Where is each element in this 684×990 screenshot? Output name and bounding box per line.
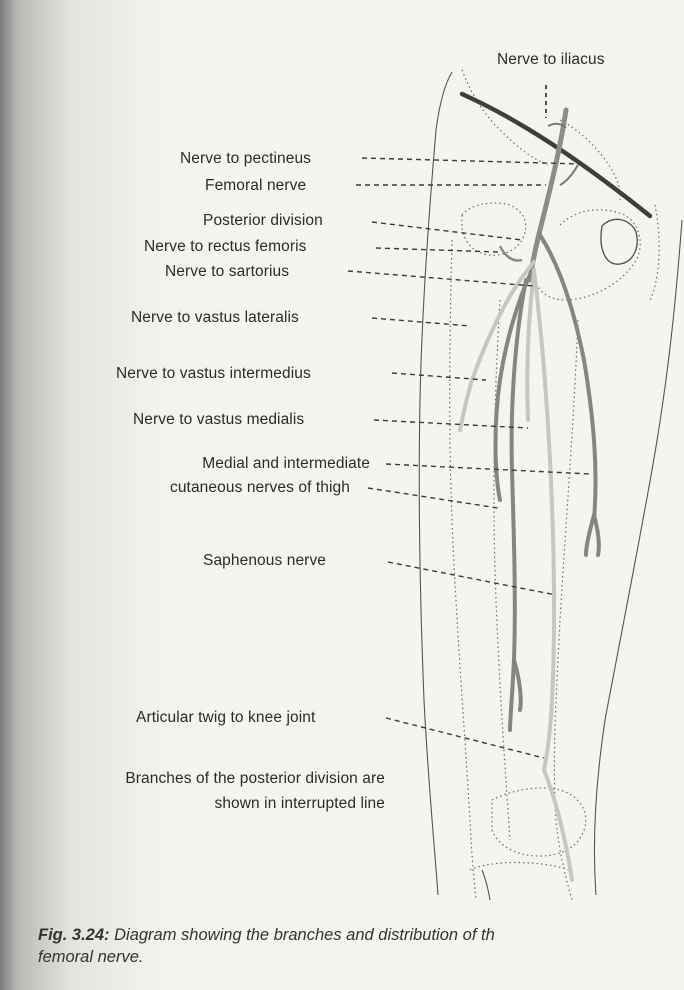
anterior-branch-fork: [514, 660, 521, 710]
femoral-head-outline: [462, 203, 526, 255]
label-note-line-2: shown in interrupted line: [30, 794, 385, 813]
leader-articular: [386, 718, 544, 758]
caption-text-line-2: femoral nerve.: [38, 948, 143, 966]
caption-text: Diagram showing the branches and distrib…: [110, 926, 495, 944]
leader-cutaneous-intermediate: [368, 488, 498, 508]
adductor-dotted: [650, 205, 659, 300]
label-nerve-to-rectus-femoris: Nerve to rectus femoris: [144, 237, 307, 256]
caption-figure-number: Fig. 3.24:: [38, 926, 110, 944]
knee-joint-dotted: [470, 863, 570, 871]
pectineus-branch: [560, 165, 578, 185]
leader-vastus-lateralis: [372, 318, 470, 326]
femur-lateral-dotted: [450, 240, 476, 900]
thigh-lateral-border: [419, 72, 452, 895]
thigh-medial-border: [594, 220, 682, 895]
leader-posterior-division: [372, 222, 522, 240]
label-posterior-division: Posterior division: [203, 211, 323, 230]
cutaneous-fork-1: [586, 515, 594, 555]
long-anterior-branch: [510, 280, 526, 730]
obturator-foramen-outline: [601, 219, 637, 264]
knee-outline: [482, 870, 490, 900]
leader-sartorius: [348, 271, 534, 286]
anterior-branches: [496, 235, 599, 730]
label-nerve-to-iliacus: Nerve to iliacus: [497, 50, 605, 69]
label-nerve-to-vastus-medialis: Nerve to vastus medialis: [133, 410, 304, 429]
cutaneous-fork-2: [594, 515, 599, 555]
label-nerve-to-vastus-intermedius: Nerve to vastus intermedius: [116, 364, 311, 383]
label-nerve-to-vastus-lateralis: Nerve to vastus lateralis: [131, 308, 299, 327]
label-saphenous-nerve: Saphenous nerve: [203, 551, 326, 570]
label-cutaneous-line-2: cutaneous nerves of thigh: [100, 478, 350, 497]
leader-saphenous: [388, 562, 556, 595]
leader-vastus-medialis: [374, 420, 528, 428]
medial-cutaneous-branch: [540, 235, 596, 520]
label-articular-twig: Articular twig to knee joint: [136, 708, 315, 727]
label-nerve-to-pectineus: Nerve to pectineus: [180, 149, 311, 168]
label-note-line-1: Branches of the posterior division are: [30, 769, 385, 788]
label-cutaneous-line-1: Medial and intermediate: [100, 454, 370, 473]
label-femoral-nerve: Femoral nerve: [205, 176, 306, 195]
saphenous-nerve-path: [534, 270, 554, 770]
figure-caption: Fig. 3.24: Diagram showing the branches …: [38, 924, 678, 968]
femur-shaft-dotted: [494, 300, 510, 840]
leader-cutaneous-medial: [386, 464, 590, 474]
dotted-outlines: [450, 70, 659, 900]
rectus-femoris-branch: [500, 246, 522, 260]
patella-outline: [492, 788, 586, 856]
label-nerve-to-sartorius: Nerve to sartorius: [165, 262, 289, 281]
leader-pectineus: [362, 158, 580, 164]
articular-twig-path: [544, 770, 572, 880]
leader-rectus-femoris: [376, 248, 498, 252]
vastus-medialis-branch: [527, 272, 534, 420]
